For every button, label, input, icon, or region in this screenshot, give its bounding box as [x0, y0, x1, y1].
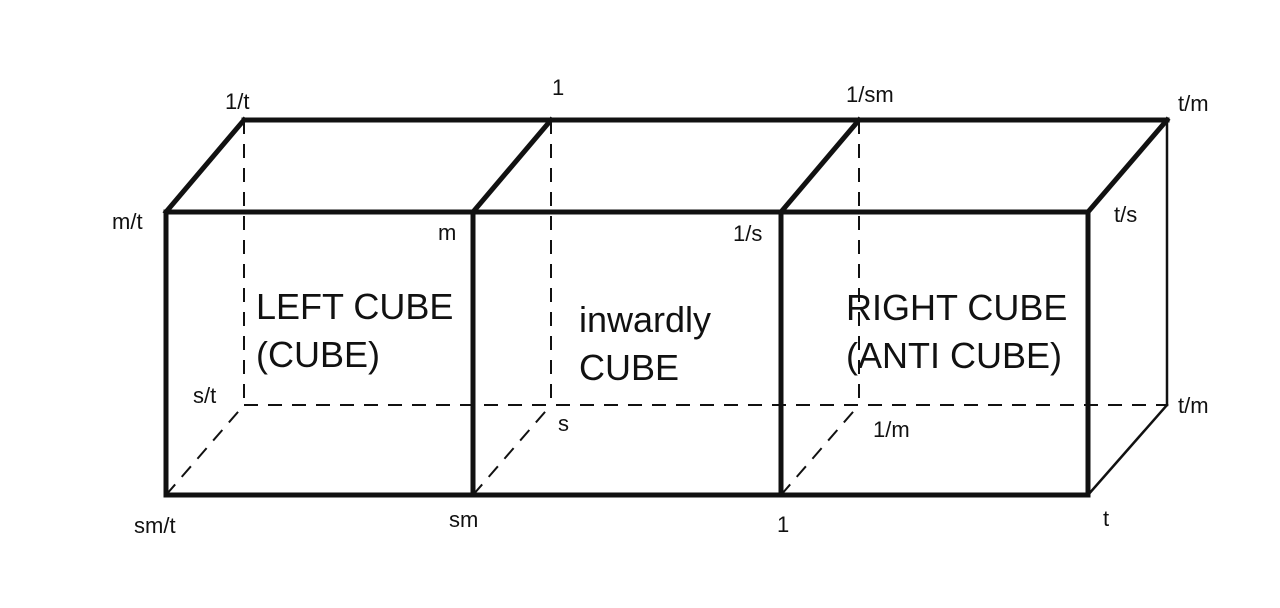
label-front-bottom-mid1: sm [449, 507, 478, 532]
label-front-top-mid1: m [438, 220, 456, 245]
label-back-top-left: 1/t [225, 89, 249, 114]
label-front-bottom-left: sm/t [134, 513, 176, 538]
label-front-top-right: t/s [1114, 202, 1137, 227]
label-front-top-mid2: 1/s [733, 221, 762, 246]
vertex-labels: 1/t 1 1/sm t/m m/t m 1/s t/s s/t s 1/m t… [112, 75, 1209, 538]
label-front-top-left: m/t [112, 209, 143, 234]
inwardly-cube-title-line2: CUBE [579, 347, 679, 388]
label-back-top-mid2: 1/sm [846, 82, 894, 107]
label-back-bottom-left: s/t [193, 383, 216, 408]
label-back-bottom-right: t/m [1178, 393, 1209, 418]
left-cube-title-line2: (CUBE) [256, 334, 380, 375]
hidden-edges [165, 120, 1167, 496]
hidden-edge-depth-mid2 [780, 404, 860, 496]
label-front-bottom-right: t [1103, 506, 1109, 531]
edge-bottom-depth-right [1086, 403, 1169, 497]
cube-titles: LEFT CUBE (CUBE) inwardly CUBE RIGHT CUB… [256, 286, 1067, 388]
label-back-top-right: t/m [1178, 91, 1209, 116]
hidden-edge-depth-left [165, 404, 245, 496]
edge-top-depth-left [162, 116, 248, 216]
right-cube-title-line1: RIGHT CUBE [846, 287, 1067, 328]
edge-top-depth-mid1 [469, 116, 555, 216]
left-cube-title-line1: LEFT CUBE [256, 286, 453, 327]
front-face-outline [163, 209, 1091, 498]
label-back-bottom-mid1: s [558, 411, 569, 436]
label-back-bottom-mid2: 1/m [873, 417, 910, 442]
right-cube-title-line2: (ANTI CUBE) [846, 335, 1062, 376]
visible-edges [162, 116, 1171, 498]
inwardly-cube-title-line1: inwardly [579, 299, 711, 340]
edge-top-depth-right [1084, 116, 1171, 216]
edge-top-depth-mid2 [777, 116, 863, 216]
label-front-bottom-mid2: 1 [777, 512, 789, 537]
label-back-top-mid1: 1 [552, 75, 564, 100]
hidden-edge-depth-mid1 [472, 404, 552, 496]
